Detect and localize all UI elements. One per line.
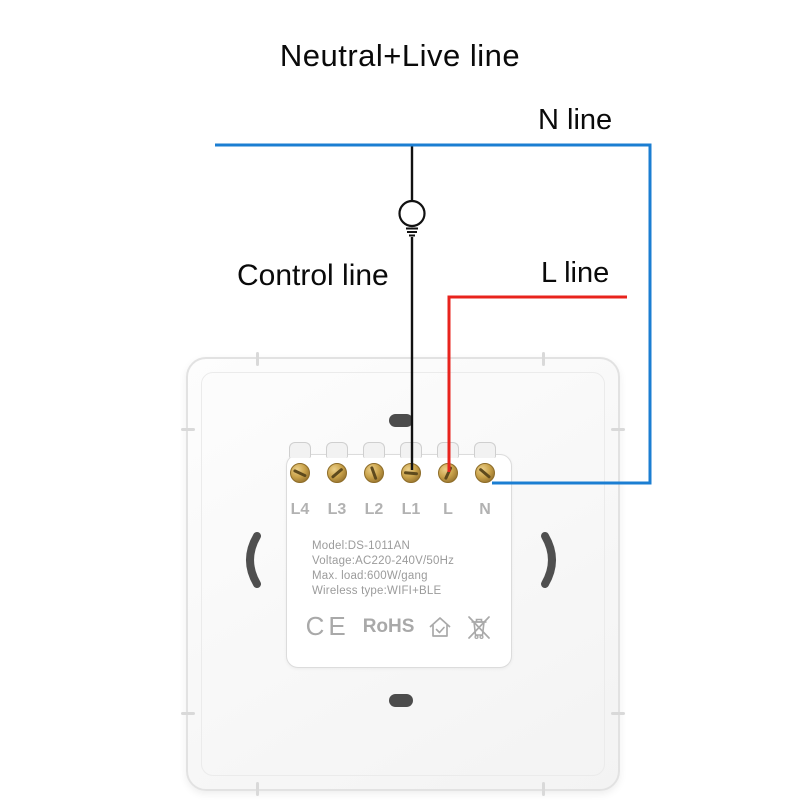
terminal-notch bbox=[474, 442, 496, 458]
screw-slot bbox=[478, 467, 492, 479]
terminal-label-l2: L2 bbox=[364, 501, 384, 518]
top-mounting-slot bbox=[389, 414, 413, 427]
panel-notch bbox=[611, 712, 625, 715]
terminal-notch bbox=[437, 442, 459, 458]
screw-slot bbox=[293, 468, 307, 478]
screw-slot bbox=[370, 465, 378, 481]
spec-max-load: Max. load:600W/gang bbox=[312, 570, 428, 582]
panel-notch bbox=[542, 352, 545, 366]
panel-notch bbox=[611, 428, 625, 431]
terminal-notch bbox=[289, 442, 311, 458]
terminal-screw-l1 bbox=[401, 463, 421, 483]
spec-model: Model:DS-1011AN bbox=[312, 540, 411, 552]
panel-notch bbox=[256, 352, 259, 366]
panel-notch bbox=[181, 712, 195, 715]
terminal-label-n: N bbox=[479, 501, 491, 518]
terminal-screw-l3 bbox=[327, 463, 347, 483]
terminal-notch bbox=[326, 442, 348, 458]
switch-module: L4 L3 L2 L1 L N Model:DS-1011AN Voltage:… bbox=[286, 442, 512, 668]
terminal-notch bbox=[363, 442, 385, 458]
house-icon bbox=[429, 616, 451, 637]
terminal-label-l1: L1 bbox=[401, 501, 421, 518]
terminal-label-l4: L4 bbox=[290, 501, 310, 518]
certification-marks: CE RoHS bbox=[287, 611, 511, 642]
panel-notch bbox=[542, 782, 545, 796]
control-line-label: Control line bbox=[237, 259, 389, 292]
light-bulb-icon bbox=[398, 199, 426, 237]
terminal-notch bbox=[400, 442, 422, 458]
bottom-mounting-slot bbox=[389, 694, 413, 707]
terminal-screw-l bbox=[438, 463, 458, 483]
panel-notch bbox=[181, 428, 195, 431]
terminal-screw-n bbox=[475, 463, 495, 483]
n-line-label: N line bbox=[538, 104, 613, 136]
spec-voltage: Voltage:AC220-240V/50Hz bbox=[312, 555, 455, 567]
diagram-title: Neutral+Live line bbox=[279, 38, 521, 73]
crossed-out-bin-icon bbox=[468, 615, 491, 639]
screw-slot bbox=[403, 471, 419, 475]
panel-notch bbox=[256, 782, 259, 796]
l-line-label: L line bbox=[541, 257, 610, 289]
rohs-mark: RoHS bbox=[362, 615, 415, 637]
module-specs: Model:DS-1011AN Voltage:AC220-240V/50Hz … bbox=[312, 539, 454, 599]
screw-slot bbox=[443, 466, 453, 480]
spec-wireless: Wireless type:WIFI+BLE bbox=[312, 585, 442, 597]
ce-mark: CE bbox=[305, 611, 350, 641]
terminal-screw-l4 bbox=[290, 463, 310, 483]
switch-back-panel: L4 L3 L2 L1 L N Model:DS-1011AN Voltage:… bbox=[181, 352, 625, 796]
screw-slot bbox=[330, 467, 344, 479]
terminal-screw-l2 bbox=[364, 463, 384, 483]
terminal-label-l3: L3 bbox=[327, 501, 347, 518]
terminal-label-l: L bbox=[443, 501, 453, 518]
